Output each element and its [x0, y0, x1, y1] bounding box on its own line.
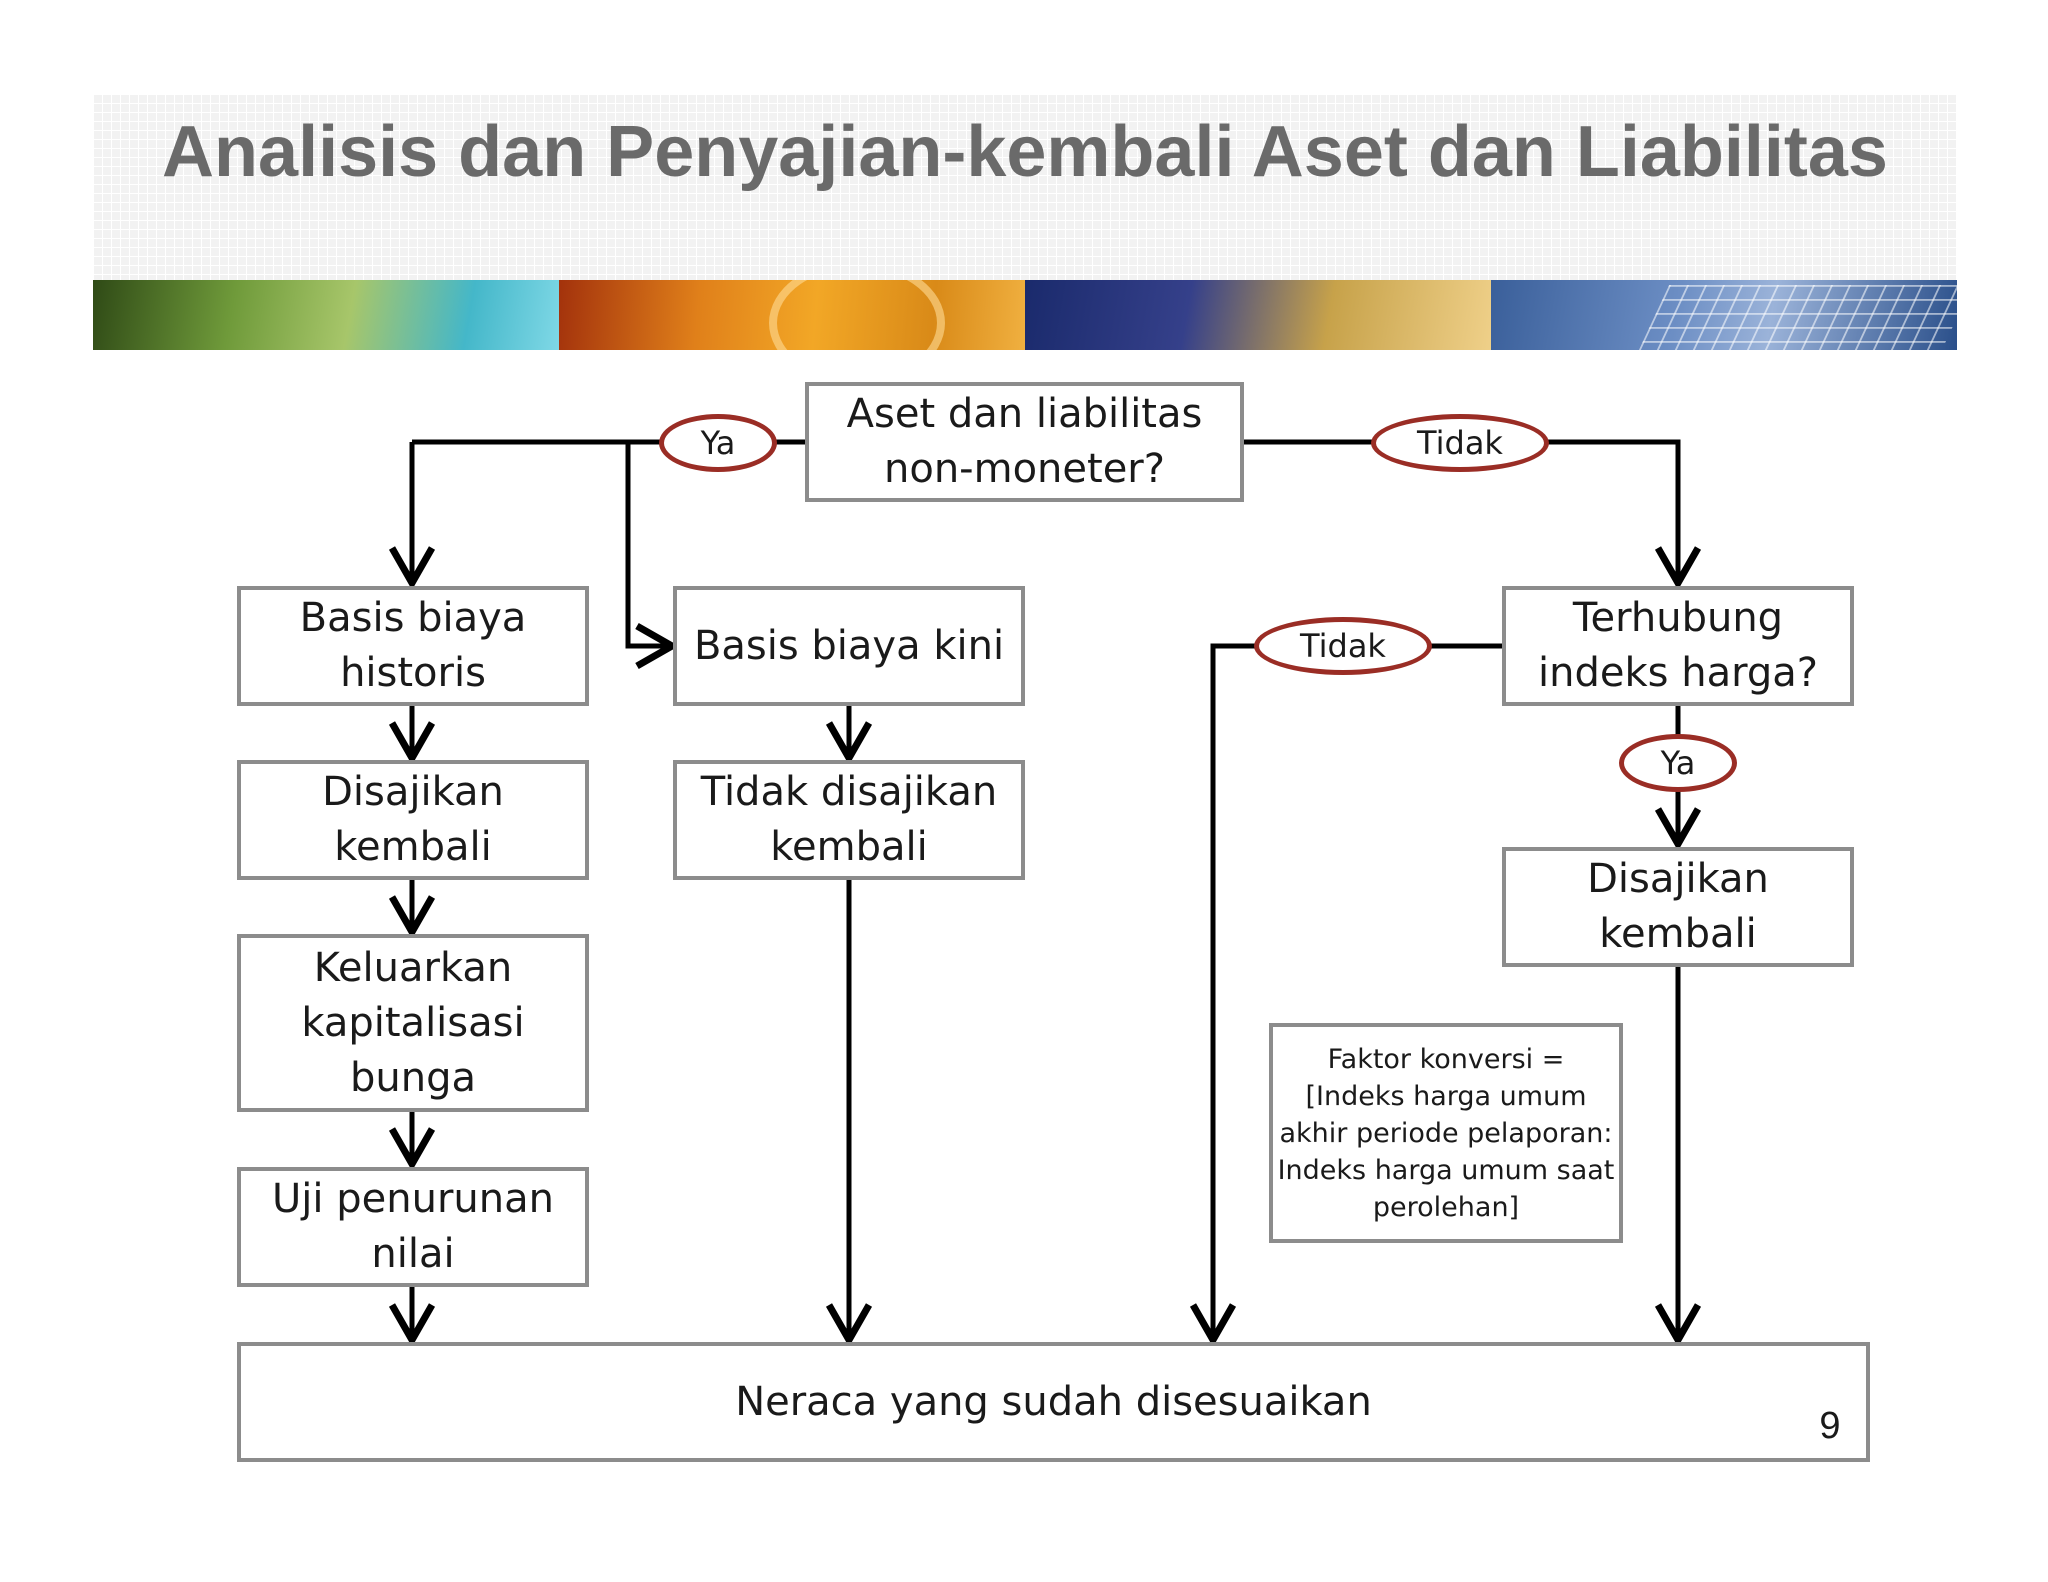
box-not-restated-text: Tidak disajikan kembali [700, 769, 998, 870]
banner-image-keyboard [1491, 280, 1957, 350]
box-historical-cost: Basis biaya historis [237, 586, 589, 706]
title-background [93, 94, 1957, 280]
box-adjusted-balance: Neraca yang sudah disesuaikan [237, 1342, 1870, 1462]
page-number: 9 [1819, 1405, 1841, 1447]
label-yes-index: Ya [1619, 734, 1737, 792]
label-no-index: Tidak [1254, 617, 1432, 675]
box-adjusted-balance-text: Neraca yang sudah disesuaikan [735, 1378, 1372, 1425]
label-yes-index-text: Ya [1660, 744, 1696, 782]
label-yes-top-text: Ya [700, 424, 736, 462]
arrow-to-current-cost [625, 442, 680, 670]
box-nonmonetary-question: Aset dan liabilitas non-moneter? [805, 382, 1244, 502]
box-restated-right: Disajikan kembali [1502, 847, 1854, 967]
box-restated-left-text: Disajikan kembali [322, 769, 504, 870]
box-current-cost: Basis biaya kini [673, 586, 1025, 706]
box-exclude-interest: Keluarkan kapitalisasi bunga [237, 934, 589, 1112]
box-conversion-factor-text: Faktor konversi = [Indeks harga umum akh… [1277, 1043, 1615, 1223]
label-no-index-text: Tidak [1300, 627, 1386, 665]
banner-image-disk [559, 280, 1025, 350]
box-restated-right-text: Disajikan kembali [1587, 856, 1769, 957]
box-current-cost-text: Basis biaya kini [693, 622, 1005, 669]
label-no-top-text: Tidak [1417, 424, 1503, 462]
box-historical-cost-text: Basis biaya historis [299, 595, 527, 696]
box-nonmonetary-question-text: Aset dan liabilitas non-moneter? [846, 391, 1203, 492]
box-index-linked: Terhubung indeks harga? [1502, 586, 1854, 706]
label-no-top: Tidak [1371, 414, 1549, 472]
box-restated-left: Disajikan kembali [237, 760, 589, 880]
header-banner [93, 280, 1957, 350]
label-yes-top: Ya [659, 414, 777, 472]
box-impairment-test-text: Uji penurunan nilai [272, 1176, 554, 1277]
box-impairment-test: Uji penurunan nilai [237, 1167, 589, 1287]
slide-title: Analisis dan Penyajian-kembali Aset dan … [162, 112, 1888, 192]
box-exclude-interest-text: Keluarkan kapitalisasi bunga [301, 944, 525, 1101]
banner-image-plant [93, 280, 559, 350]
box-index-linked-text: Terhubung indeks harga? [1538, 595, 1818, 696]
banner-image-lab [1025, 280, 1491, 350]
box-conversion-factor: Faktor konversi = [Indeks harga umum akh… [1269, 1023, 1623, 1243]
box-not-restated: Tidak disajikan kembali [673, 760, 1025, 880]
